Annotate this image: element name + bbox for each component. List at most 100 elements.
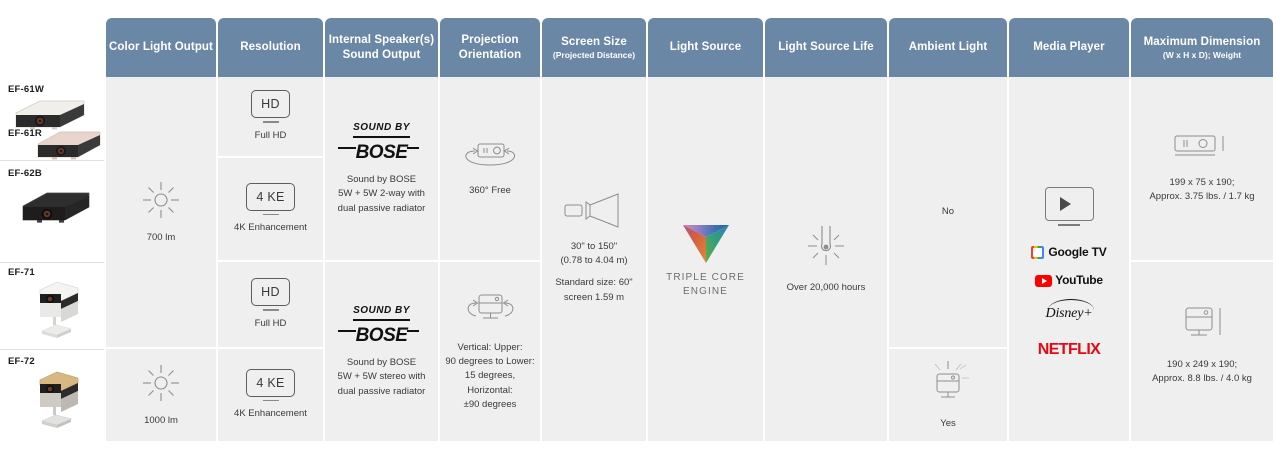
resolution-caption: 4K Enhancement bbox=[234, 222, 307, 234]
service-logo-disney-plus: Disney+ bbox=[1046, 298, 1094, 324]
laser-lamp-icon bbox=[798, 224, 854, 275]
column-header-media-player: Media Player bbox=[1009, 18, 1129, 77]
resolution-caption: 4K Enhancement bbox=[234, 408, 307, 420]
youtube-label: YouTube bbox=[1055, 273, 1103, 288]
column-header-maximum-dimension: Maximum Dimension (W x H x D); Weight bbox=[1131, 18, 1273, 77]
color-light-output-value: 700 lm bbox=[146, 231, 176, 243]
column-header-light-source-life: Light Source Life bbox=[765, 18, 887, 77]
tilt-projector-icon bbox=[453, 291, 527, 336]
speaker-line: Sound by BOSE bbox=[346, 174, 417, 186]
header-line-1: Internal Speaker(s) bbox=[328, 34, 435, 47]
model-label-ef62b: EF-62B bbox=[8, 168, 42, 179]
header-label: Color Light Output bbox=[109, 41, 213, 54]
cell-resolution-4ke-top: 4 KE 4K Enhancement bbox=[218, 158, 323, 260]
model-label-ef61w: EF-61W bbox=[8, 84, 45, 95]
screen-stand bbox=[1058, 224, 1080, 226]
speaker-description: Sound by BOSE 5W + 5W stereo with dual p… bbox=[338, 356, 426, 399]
cell-speakers-bottom: SOUND BY BOSE Sound by BOSE 5W + 5W ster… bbox=[325, 262, 438, 441]
product-image-ef62b bbox=[18, 186, 96, 233]
cell-max-dimension-bottom: 190 x 249 x 190; Approx. 8.8 lbs. / 4.0 … bbox=[1131, 262, 1273, 441]
cell-light-source: TRIPLE CORE ENGINE bbox=[648, 77, 763, 441]
projector-light-icon bbox=[920, 360, 976, 411]
screen-size-range: 30" to 150" (0.78 to 4.04 m) bbox=[560, 240, 627, 269]
google-tv-label: Google TV bbox=[1048, 245, 1107, 259]
header-subtitle: (Projected Distance) bbox=[552, 49, 636, 60]
monitor-stand bbox=[262, 309, 279, 311]
netflix-label: NETFLIX bbox=[1037, 341, 1101, 359]
sun-icon bbox=[141, 363, 181, 408]
product-image-ef61r bbox=[34, 126, 106, 169]
resolution-caption: Full HD bbox=[254, 317, 287, 329]
monitor-icon: 4 KE bbox=[246, 368, 295, 402]
dimension-line: 199 x 75 x 190; bbox=[1169, 176, 1235, 188]
bose-logo-main: BOSE bbox=[337, 139, 420, 167]
header-label: Maximum Dimension (W x H x D); Weight bbox=[1144, 35, 1261, 61]
resolution-badge: 4 KE bbox=[246, 368, 295, 397]
model-label-ef71: EF-71 bbox=[8, 267, 35, 278]
service-logo-youtube: YouTube bbox=[1035, 272, 1103, 289]
ambient-light-value: Yes bbox=[940, 417, 956, 429]
max-dimension-text: 190 x 249 x 190; Approx. 8.8 lbs. / 4.0 … bbox=[1152, 358, 1252, 387]
speaker-line: dual passive radiator bbox=[337, 385, 426, 397]
column-header-resolution: Resolution bbox=[218, 18, 323, 77]
screen-size-line: Standard size: 60" bbox=[555, 277, 633, 289]
monitor-icon: HD bbox=[251, 278, 290, 311]
resolution-badge: HD bbox=[251, 278, 290, 307]
projector-flat-dimension-icon bbox=[1169, 132, 1235, 169]
speaker-line: Sound by BOSE bbox=[346, 357, 417, 369]
media-screen-icon bbox=[1044, 187, 1094, 226]
header-label: Media Player bbox=[1033, 41, 1105, 54]
ambient-light-value: No bbox=[941, 205, 955, 217]
header-label: Projection Orientation bbox=[459, 33, 521, 62]
header-label: Screen Size (Projected Distance) bbox=[553, 35, 635, 61]
youtube-icon bbox=[1035, 275, 1053, 288]
dimension-line: Approx. 3.75 lbs. / 1.7 kg bbox=[1149, 191, 1255, 203]
triple-core-engine-label: TRIPLE CORE ENGINE bbox=[666, 271, 745, 298]
header-line-2: Orientation bbox=[458, 48, 522, 61]
service-logo-netflix: NETFLIX bbox=[1037, 338, 1101, 361]
screen-size-standard: Standard size: 60" screen 1.59 m bbox=[555, 276, 632, 305]
bose-logo: SOUND BY BOSE bbox=[328, 121, 435, 166]
header-label: Light Source bbox=[669, 41, 742, 54]
bose-logo-top: SOUND BY bbox=[353, 304, 410, 321]
screen-size-line: 30" to 150" bbox=[570, 240, 618, 252]
bose-logo: SOUND BY BOSE bbox=[328, 304, 435, 349]
cell-resolution-fullhd-bottom: HD Full HD bbox=[218, 262, 323, 347]
cell-color-light-output-700: 700 lm bbox=[106, 77, 216, 347]
orientation-line: 15 degrees, Horizontal: bbox=[464, 370, 516, 396]
column-header-color-light-output: Color Light Output bbox=[106, 18, 216, 77]
disney-arc bbox=[1047, 298, 1094, 310]
triple-core-engine-icon: TRIPLE CORE ENGINE bbox=[651, 219, 760, 300]
header-label: Light Source Life bbox=[778, 41, 874, 54]
bose-logo-main: BOSE bbox=[337, 322, 420, 350]
google-tv-icon bbox=[1031, 246, 1045, 260]
monitor-stand bbox=[262, 121, 279, 123]
orientation-caption: 360° Free bbox=[469, 185, 511, 196]
dimension-line: 190 x 249 x 190; bbox=[1166, 358, 1238, 370]
header-line-2: Sound Output bbox=[342, 48, 421, 61]
column-header-internal-speakers: Internal Speaker(s) Sound Output bbox=[325, 18, 438, 77]
orientation-line: Vertical: Upper: bbox=[457, 341, 523, 353]
column-header-ambient-light: Ambient Light bbox=[889, 18, 1007, 77]
cell-max-dimension-top: 199 x 75 x 190; Approx. 3.75 lbs. / 1.7 … bbox=[1131, 77, 1273, 260]
header-line-1: Screen Size bbox=[561, 35, 627, 48]
cell-ambient-light-yes: Yes bbox=[889, 349, 1007, 441]
product-image-ef71 bbox=[26, 276, 88, 349]
product-image-ef61w bbox=[10, 95, 90, 138]
resolution-badge: 4 KE bbox=[246, 182, 295, 211]
header-line-1: Maximum Dimension bbox=[1143, 35, 1261, 48]
sun-icon bbox=[141, 180, 181, 225]
orientation-description: Vertical: Upper: 90 degrees to Lower: 15… bbox=[443, 341, 537, 412]
speaker-line: 5W + 5W stereo with bbox=[337, 371, 426, 383]
resolution-badge: HD bbox=[251, 90, 290, 119]
dimension-line: Approx. 8.8 lbs. / 4.0 kg bbox=[1152, 373, 1252, 385]
cell-color-light-output-1000: 1000 lm bbox=[106, 349, 216, 441]
monitor-stand bbox=[262, 213, 279, 216]
screen-size-line: screen 1.59 m bbox=[563, 291, 625, 303]
monitor-stand bbox=[262, 399, 279, 402]
monitor-icon: 4 KE bbox=[246, 182, 295, 216]
resolution-caption: Full HD bbox=[254, 129, 287, 141]
column-header-screen-size: Screen Size (Projected Distance) bbox=[542, 18, 646, 77]
cell-orientation-top: 360° Free bbox=[440, 77, 540, 260]
